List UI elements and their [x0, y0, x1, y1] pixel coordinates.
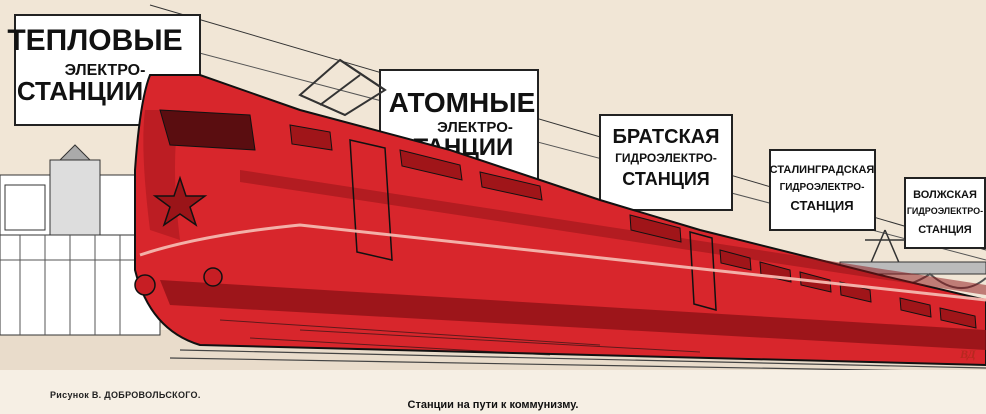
caption-strip: [0, 370, 986, 414]
billboard-line: АТОМНЫЕ: [389, 87, 536, 118]
rails: [169, 349, 986, 373]
billboard-line: ТЕПЛОВЫЕ: [7, 24, 182, 57]
billboard-line: ЭЛЕКТРО-: [65, 62, 146, 79]
power-pylon: [865, 229, 905, 266]
headlight: [203, 267, 223, 287]
billboard-line: ГИДРОЭЛЕКТРО-: [907, 206, 983, 216]
billboard-volzhsk: ВОЛЖСКАЯ ГИДРОЭЛЕКТРО- СТАНЦИЯ: [904, 177, 986, 249]
billboard-line: ЭЛЕКТРО-: [437, 119, 513, 136]
billboard-line: ВОЛЖСКАЯ: [913, 189, 977, 201]
artist-signature: ВД: [959, 347, 976, 361]
billboard-line: СТАЛИНГРАДСКАЯ: [770, 164, 875, 176]
billboard-line: БРАТСКАЯ: [612, 126, 719, 148]
billboard-bratsk: БРАТСКАЯ ГИДРОЭЛЕКТРО- СТАНЦИЯ: [599, 114, 733, 211]
train: [134, 74, 986, 367]
billboard-line: ГИДРОЭЛЕКТРО-: [780, 182, 865, 193]
dam-structure: [0, 144, 161, 336]
billboard-line: СТАНЦИЯ: [622, 169, 709, 189]
billboard-line: СТАНЦИИ: [17, 76, 143, 106]
billboard-line: СТАНЦИЯ: [918, 224, 972, 236]
artist-credit: Рисунок В. ДОБРОВОЛЬСКОГО.: [50, 390, 201, 400]
billboard-stalingrad: СТАЛИНГРАДСКАЯ ГИДРОЭЛЕКТРО- СТАНЦИЯ: [769, 149, 876, 231]
billboard-line: СТАНЦИЯ: [790, 198, 853, 213]
headlight: [134, 274, 156, 296]
illustration-caption: Станции на пути к коммунизму.: [407, 399, 579, 411]
billboard-line: ГИДРОЭЛЕКТРО-: [615, 151, 717, 165]
pantograph: [298, 58, 387, 117]
star-emblem: [152, 175, 208, 227]
